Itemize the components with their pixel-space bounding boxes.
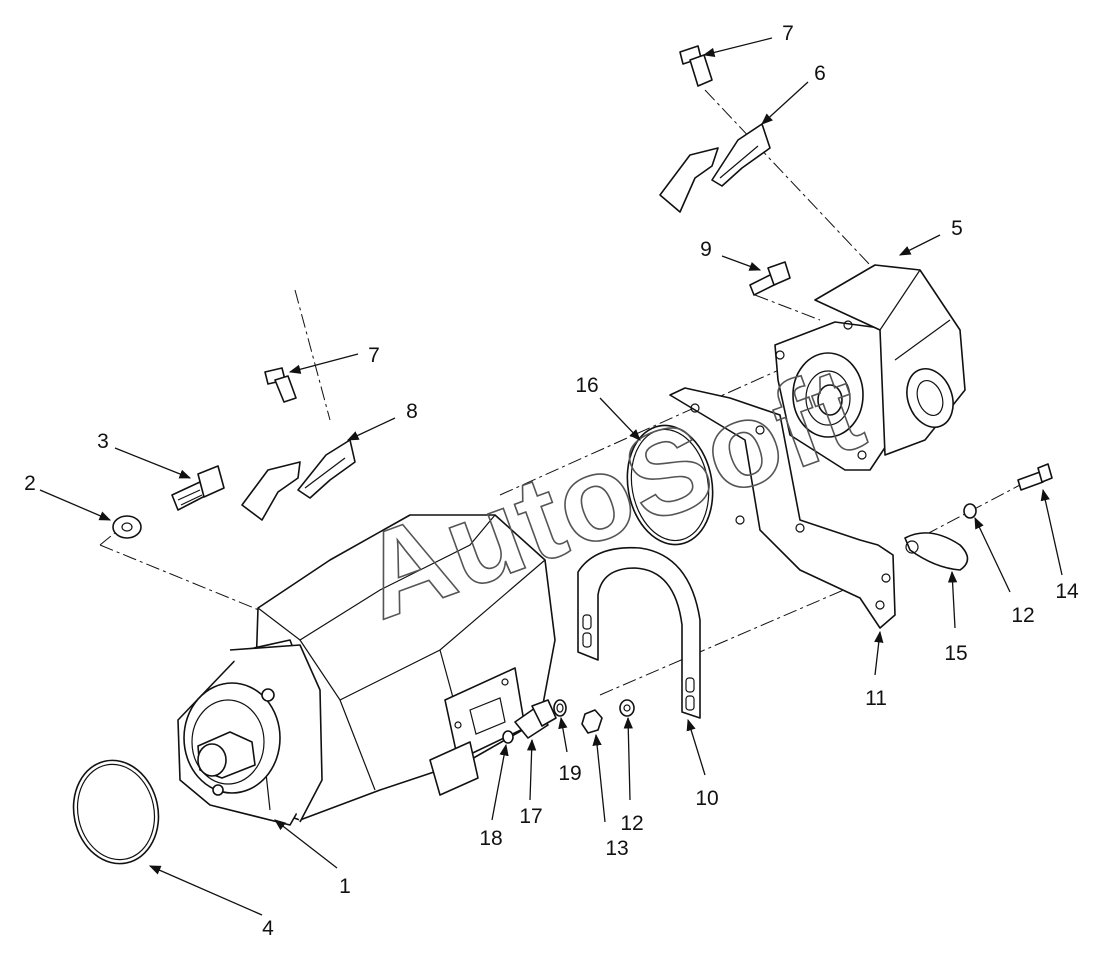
callout-3: 3 bbox=[97, 430, 109, 453]
callout-14: 14 bbox=[1055, 580, 1079, 603]
motor-housing bbox=[177, 514, 556, 826]
callout-9: 9 bbox=[700, 238, 712, 261]
callout-5: 5 bbox=[951, 217, 963, 240]
callout-1: 1 bbox=[339, 875, 351, 898]
callout-4: 4 bbox=[262, 917, 274, 940]
u-bracket bbox=[577, 546, 701, 719]
callout-labels: 1 2 3 4 5 6 7 7 8 9 10 11 12 12 13 14 15… bbox=[24, 22, 1079, 940]
fitting-part-17 bbox=[514, 699, 557, 739]
bolt-part-14 bbox=[1017, 463, 1053, 491]
clamp-part-8 bbox=[241, 439, 356, 521]
clamp-part-6 bbox=[659, 123, 771, 213]
callout-12-upper: 12 bbox=[1011, 604, 1034, 627]
large-o-ring bbox=[72, 759, 160, 865]
callout-15: 15 bbox=[944, 642, 967, 665]
washer-part-12-lower bbox=[619, 699, 635, 717]
callout-7-left: 7 bbox=[368, 344, 380, 367]
callout-6: 6 bbox=[814, 62, 826, 85]
mounting-plate bbox=[669, 387, 896, 629]
bolt-part-9 bbox=[749, 261, 791, 296]
callout-16: 16 bbox=[575, 374, 598, 397]
clip-part-15 bbox=[904, 532, 969, 571]
callout-13: 13 bbox=[605, 837, 628, 860]
callout-17: 17 bbox=[519, 805, 542, 828]
seal-part-18 bbox=[502, 730, 514, 744]
callout-11: 11 bbox=[865, 687, 887, 710]
callout-12-lower: 12 bbox=[620, 812, 643, 835]
leader-lines bbox=[39, 37, 1063, 916]
callout-7-top: 7 bbox=[782, 22, 794, 45]
watermark-text: AutoSoft bbox=[344, 340, 881, 645]
callout-19: 19 bbox=[558, 762, 581, 785]
gear-pump bbox=[774, 264, 966, 471]
seal-part-19 bbox=[553, 699, 567, 717]
bolt-part-3 bbox=[171, 465, 225, 511]
callout-10: 10 bbox=[695, 787, 718, 810]
bolt-part-7-left bbox=[264, 367, 297, 403]
callout-8: 8 bbox=[406, 400, 418, 423]
washer-part-2 bbox=[112, 515, 142, 539]
bolt-part-7-top bbox=[679, 45, 713, 87]
callout-2: 2 bbox=[24, 472, 36, 495]
callout-18: 18 bbox=[479, 827, 502, 850]
washer-part-12-upper bbox=[963, 503, 977, 519]
nut-part-13 bbox=[581, 709, 603, 734]
o-ring-part-16 bbox=[626, 424, 714, 546]
